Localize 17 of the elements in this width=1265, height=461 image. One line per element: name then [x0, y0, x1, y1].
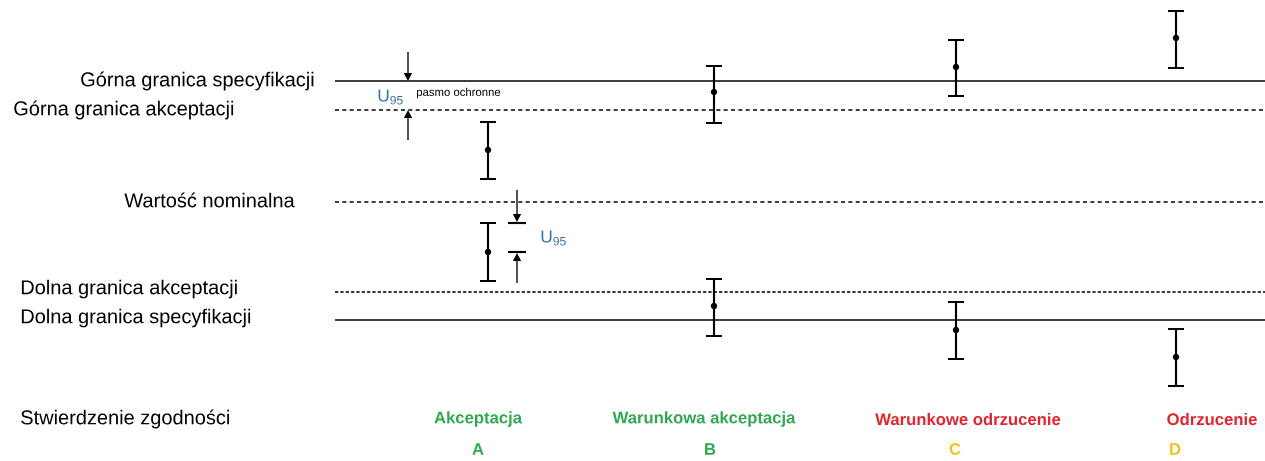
decision-label: Akceptacja — [434, 411, 523, 427]
case-letter: A — [472, 443, 484, 455]
decision-label: Warunkowe odrzucenie — [875, 412, 1061, 426]
limit-label: Górna granica akceptacji — [14, 100, 234, 120]
case-letter: C — [949, 443, 961, 455]
uncertainty-label: U$_{95}$ — [541, 230, 566, 246]
limit-label: Wartość nominalna — [124, 192, 295, 208]
decision-label: Warunkowa akceptacja — [612, 411, 796, 427]
row-label: Stwierdzenie zgodności — [21, 409, 229, 429]
uncertainty-label: U$_{95}$ — [378, 89, 403, 105]
decision-label: Odrzucenie — [1167, 412, 1257, 426]
limit-label: Dolna granica akceptacji — [21, 279, 237, 299]
limit-label: Dolna granica specyfikacji — [21, 308, 251, 328]
case-letter: B — [705, 443, 716, 455]
case-letter: D — [1170, 443, 1181, 455]
limit-label: Górna granica specyfikacji — [81, 71, 314, 91]
band-label: pasmo ochronne — [417, 87, 501, 99]
